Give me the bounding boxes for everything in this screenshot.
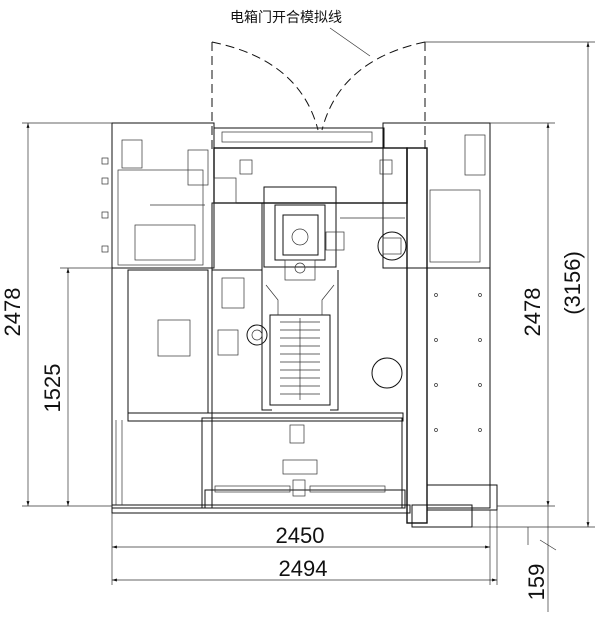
dimension-lines	[22, 41, 595, 612]
dim-right-total-height: (3156)	[560, 251, 585, 315]
door-label-leader	[329, 27, 371, 57]
dim-bottom-offset: 159	[524, 564, 549, 601]
conveyor-grid	[280, 318, 320, 400]
machine-body	[101, 122, 498, 528]
dim-right-inner-height: 2478	[520, 288, 545, 337]
door-swing-label: 电箱门开合模拟线	[230, 10, 342, 26]
dim-left-inner-height: 1525	[40, 364, 65, 413]
dim-width-inner: 2450	[276, 523, 325, 548]
door-swing-lines	[211, 41, 426, 150]
dim-width-total: 2494	[279, 556, 328, 581]
dim-left-total-height: 2478	[0, 288, 25, 337]
